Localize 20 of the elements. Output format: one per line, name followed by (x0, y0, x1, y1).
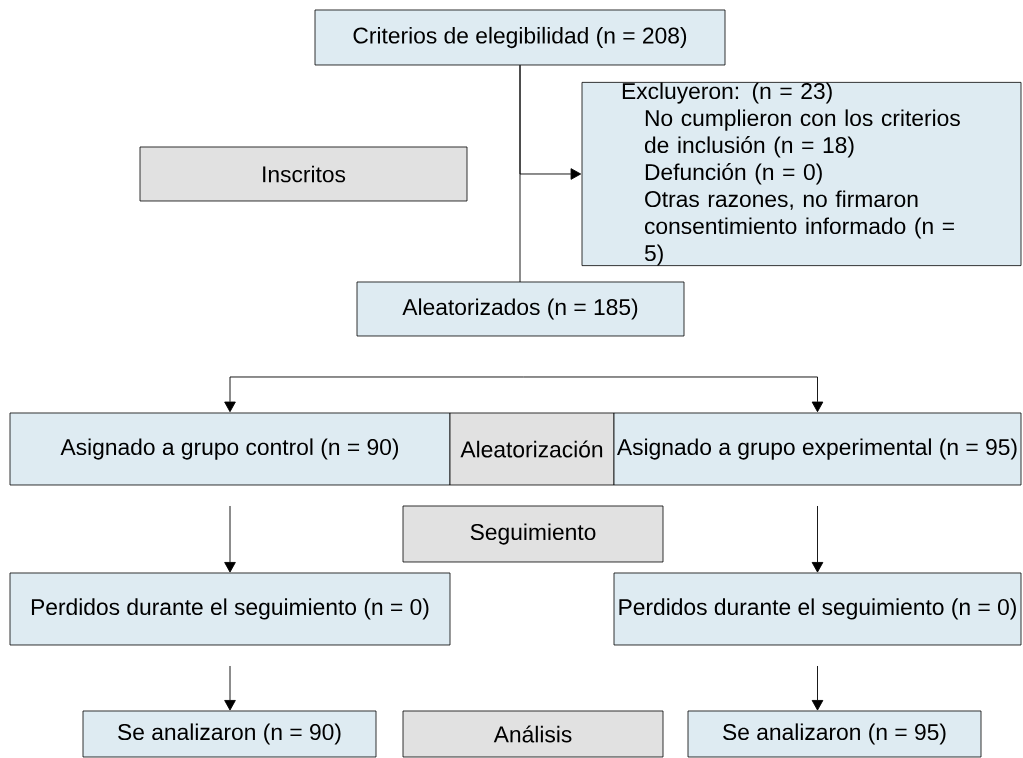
arrow (811, 665, 824, 711)
arrow (811, 505, 824, 573)
process-box: Aleatorizados (n = 185) (356, 281, 685, 337)
process-box: Se analizaron (n = 95) (687, 710, 982, 758)
process-box: Criterios de elegibilidad (n = 208) (314, 9, 726, 66)
arrow (523, 376, 824, 413)
phase-box: Seguimiento (402, 505, 664, 563)
process-box: Excluyeron: (n = 23) No cumplieron con los criterios de inclusión (n = 18) Defunción (n = 0) Otras razones, no firmaron consentimiento informado (n = 5) (581, 81, 1022, 266)
process-box: Perdidos durante el seguimiento (n = 0) (613, 572, 1022, 646)
phase-box: Inscritos (139, 146, 468, 202)
arrow (519, 64, 582, 180)
phase-box: Aleatorización (449, 412, 615, 486)
process-box: Asignado a grupo experimental (n = 95) (613, 412, 1022, 486)
process-box: Perdidos durante el seguimiento (n = 0) (9, 572, 451, 646)
phase-box: Análisis (402, 710, 664, 758)
process-box: Se analizaron (n = 90) (82, 710, 377, 758)
arrow (224, 376, 525, 413)
arrow (224, 505, 236, 573)
arrow (224, 665, 236, 711)
process-box: Asignado a grupo control (n = 90) (9, 412, 451, 486)
